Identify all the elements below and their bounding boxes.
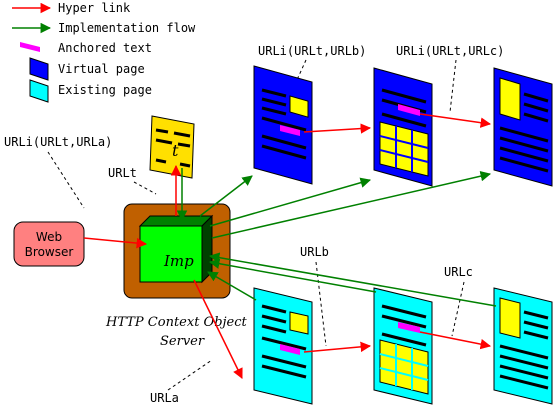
legend-hyper-link-label: Hyper link [58,1,131,15]
flow-existing-c-to-imp [208,252,497,307]
web-browser-label-line2: Browser [25,245,74,259]
legend-implementation-flow-label: Implementation flow [58,21,196,35]
link-virtual-b-to-c [303,123,372,134]
label-urlt: URLt [108,166,137,180]
web-browser-label-line1: Web [36,230,62,244]
legend-existing-page-label: Existing page [58,83,152,97]
label-urlc: URLc [444,265,473,279]
flow-imp-to-virtual-b [199,175,253,217]
virtual-page-c [493,67,553,187]
existing-page-b [373,287,433,405]
anchored-text-swatch [20,42,40,52]
label-urla: URLa [150,391,179,405]
anchored-text-a [280,344,300,355]
web-browser: Web Browser [13,221,85,267]
virtual-page-c-intermediate [373,67,433,187]
label-urli-urlc: URLi(URLt,URLc) [396,44,504,58]
leader-urlc [451,281,465,337]
link-browser-to-imp [83,237,148,249]
leader-urlb [315,261,327,347]
anchored-text-c [398,104,420,116]
template-label: t [172,141,179,160]
legend-anchored-text: Anchored text [20,41,152,55]
legend-virtual-page: Virtual page [29,57,145,81]
template-page: t [149,115,195,179]
legend-existing-page: Existing page [29,79,152,103]
leader-urlt [133,181,157,195]
virtual-page-b [253,65,313,185]
legend-virtual-page-label: Virtual page [58,62,145,76]
flow-imp-to-virtual-c-mid [209,177,372,227]
bottom-labels: URLb URLc URLa [150,245,473,405]
imp-label: Imp [163,252,194,270]
flow-existing-b-to-imp [208,258,377,293]
imp-cube: Imp [138,214,214,284]
legend-anchored-text-label: Anchored text [58,41,152,55]
http-context-object-server: Imp HTTP Context Object Server [105,203,248,349]
virtual-page-swatch [29,57,49,81]
implementation-flows [176,168,497,307]
leader-urla [167,359,213,391]
server-label-line2: Server [160,334,205,349]
link-imp-to-existing-a [193,279,243,379]
legend-hyper-link: Hyper link [12,1,131,15]
legend-implementation-flow: Implementation flow [12,21,196,35]
label-urlb: URLb [300,245,329,259]
hyper-links [83,113,492,379]
label-urli-urlb: URLi(URLt,URLb) [258,44,366,58]
link-existing-b-to-c [419,331,492,350]
leader-urli-urlc [449,59,457,113]
link-virtual-c-to-c [419,113,492,128]
legend: Hyper link Implementation flow Anchored … [12,1,196,103]
web-browser-box [13,221,85,267]
flow-imp-to-virtual-c [211,171,492,239]
flow-existing-a-to-imp [207,271,257,301]
anchored-text-existing-b [398,322,420,333]
link-existing-a-to-b [303,341,372,353]
label-urli-urla: URLi(URLt,URLa) [4,135,112,149]
top-labels: URLi(URLt,URLb) URLi(URLt,URLc) URLi(URL… [4,44,504,209]
server-label-line1: HTTP Context Object [105,315,248,330]
existing-page-swatch [29,79,49,103]
existing-page-c [493,287,553,405]
leader-urli-urla [47,151,85,209]
existing-page-a [253,287,313,405]
anchored-text-b [280,125,300,136]
